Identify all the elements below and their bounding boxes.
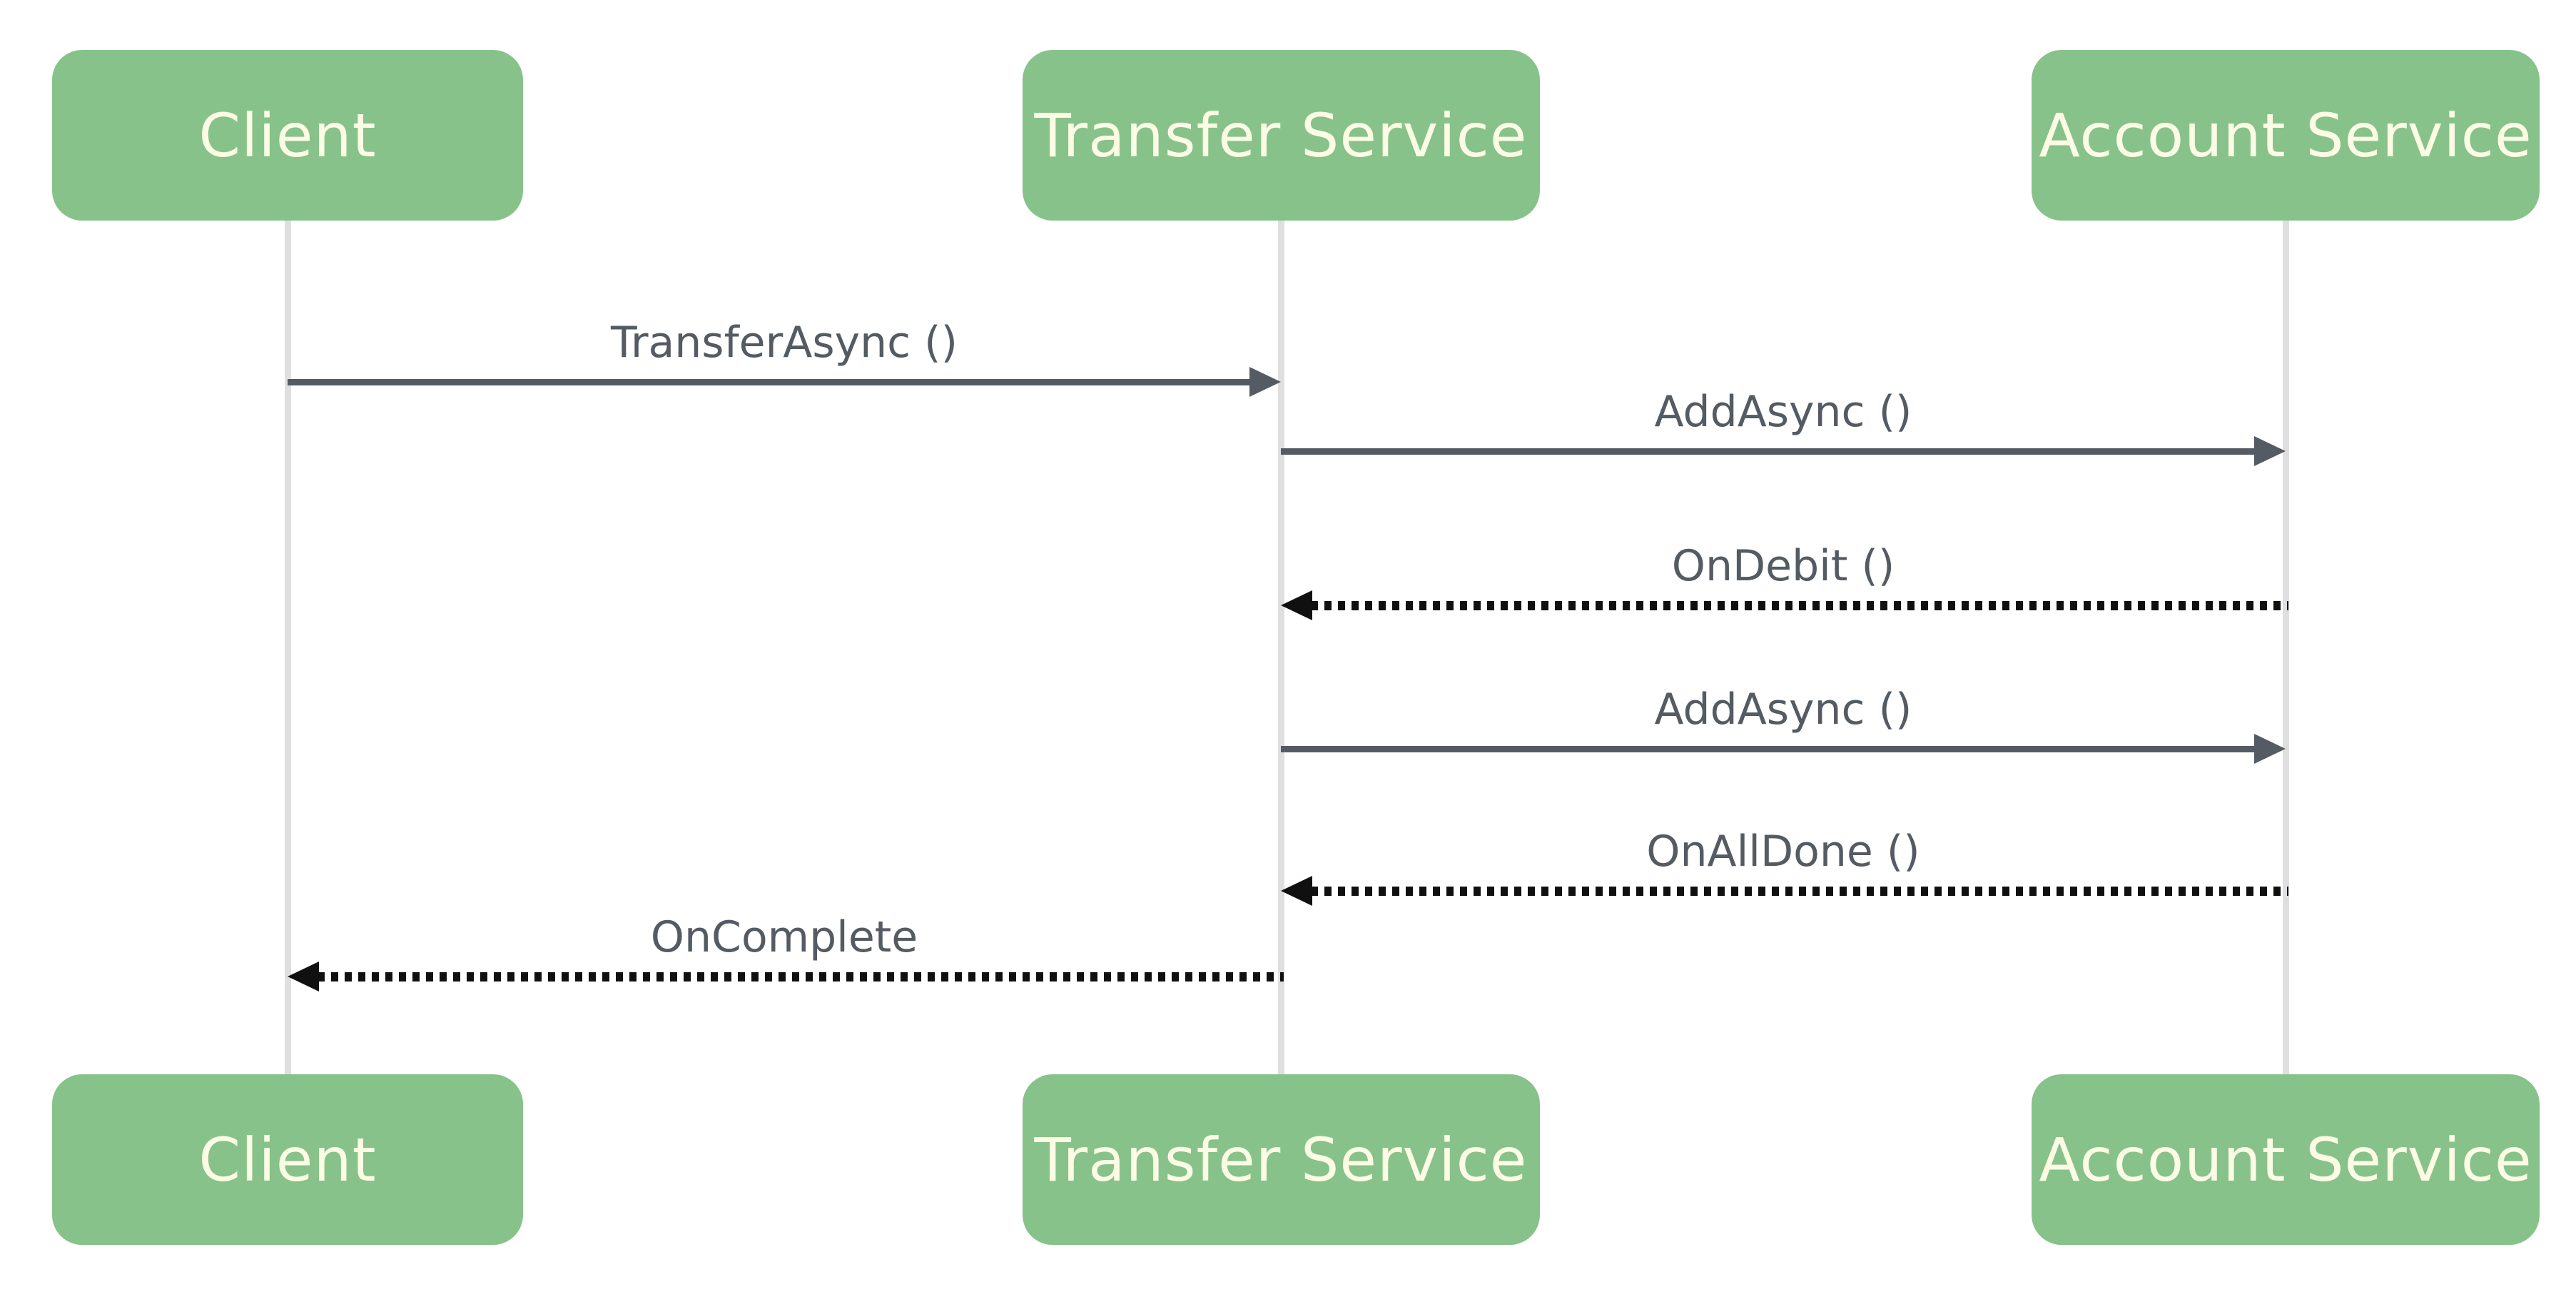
message-label: TransferAsync (): [611, 318, 958, 368]
actor-label: Account Service: [2039, 100, 2532, 171]
actor-label: Account Service: [2039, 1124, 2532, 1195]
message-label: OnDebit (): [1671, 541, 1895, 591]
message-line-solid: [1281, 746, 2257, 752]
arrowhead-left-icon: [1281, 876, 1312, 906]
actor-bottom-account-service: Account Service: [2032, 1074, 2540, 1245]
message-label: OnComplete: [650, 912, 918, 962]
message-label: AddAsync (): [1654, 387, 1912, 437]
arrowhead-right-icon: [2254, 436, 2286, 466]
message-label: AddAsync (): [1654, 685, 1912, 735]
lifeline-transfer-service: [1278, 218, 1284, 1078]
message-line-dotted: [318, 972, 1284, 981]
message-line-dotted: [1311, 887, 2288, 896]
actor-bottom-transfer-service: Transfer Service: [1022, 1074, 1540, 1245]
lifeline-account-service: [2283, 218, 2289, 1078]
actor-top-client: Client: [52, 50, 523, 221]
actor-label: Transfer Service: [1034, 100, 1528, 171]
arrowhead-right-icon: [1249, 367, 1281, 397]
message-line-solid: [288, 379, 1252, 385]
message-label: OnAllDone (): [1646, 827, 1920, 877]
actor-label: Transfer Service: [1034, 1124, 1528, 1195]
arrowhead-left-icon: [288, 962, 319, 991]
message-line-solid: [1281, 448, 2257, 455]
arrowhead-left-icon: [1281, 590, 1312, 620]
lifeline-client: [285, 218, 291, 1078]
actor-top-transfer-service: Transfer Service: [1022, 50, 1540, 221]
actor-top-account-service: Account Service: [2032, 50, 2540, 221]
actor-bottom-client: Client: [52, 1074, 523, 1245]
arrowhead-right-icon: [2254, 734, 2286, 764]
actor-label: Client: [198, 100, 377, 171]
actor-label: Client: [198, 1124, 377, 1195]
message-line-dotted: [1311, 601, 2288, 610]
